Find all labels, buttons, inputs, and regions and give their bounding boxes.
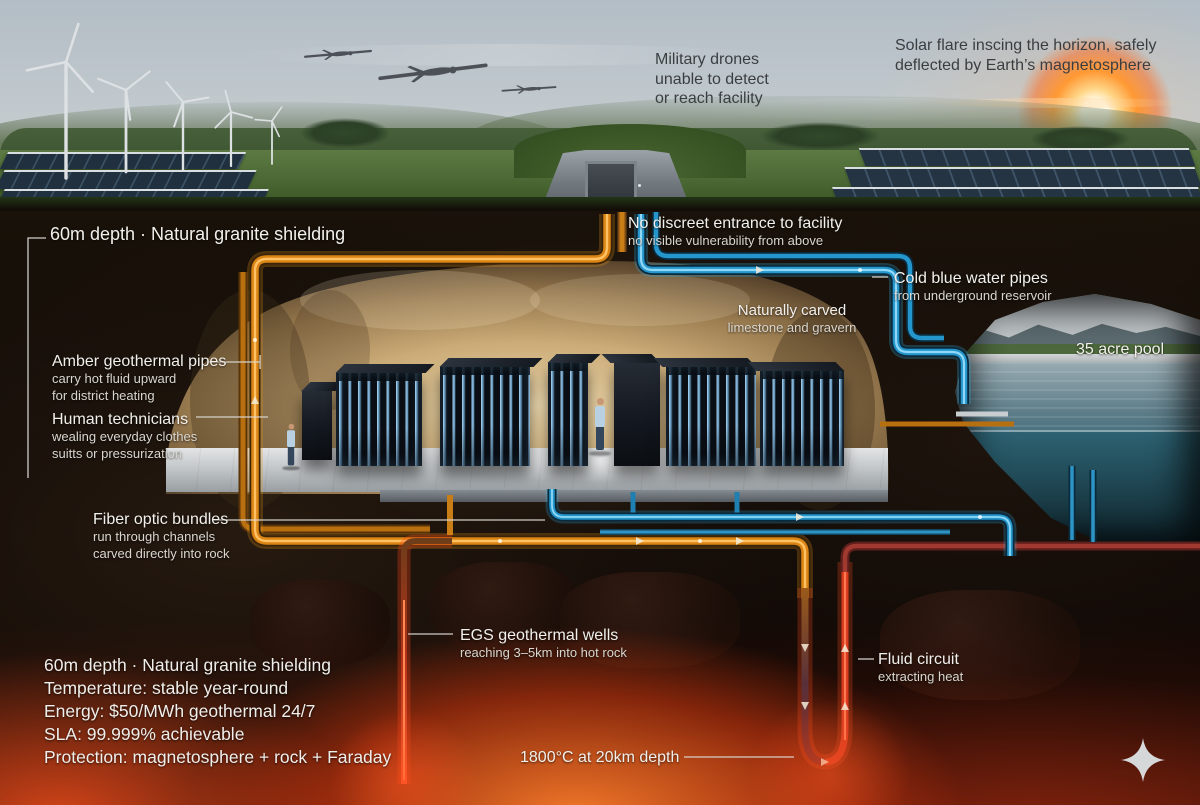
annotation-fluid-circuit: Fluid circuit extracting heat	[878, 650, 963, 686]
flow-arrows	[251, 266, 849, 766]
annotation-sub: run through channels carved directly int…	[93, 529, 230, 561]
annotation-sub: limestone and gravern	[727, 320, 857, 335]
annotation-sub: no visible vulnerability from above	[628, 233, 824, 249]
annotation-sub: carry hot fluid upward for district heat…	[52, 371, 177, 403]
annotation-amber-pipes: Amber geothermal pipes carry hot fluid u…	[52, 352, 226, 404]
technician-shadow	[282, 466, 300, 471]
server-rack-row	[666, 366, 756, 466]
soil-edge	[0, 197, 1200, 211]
annotation-text: 60m depth · Natural granite shielding	[50, 224, 346, 244]
annotation-limestone: Naturally carved limestone and gravern	[712, 302, 872, 337]
sparkle-icon	[1121, 738, 1165, 782]
wind-turbines	[25, 22, 283, 180]
technician	[589, 398, 611, 456]
annotation-technicians: Human technicians wealing everyday cloth…	[52, 410, 197, 462]
annotation-depth-marker: 60m depth · Natural granite shielding	[50, 224, 345, 246]
annotation-temperature: 1800°C at 20km depth	[520, 748, 679, 768]
server-rack-row	[336, 372, 422, 466]
annotation-text: Solar flare inscing the horizon, safely …	[895, 37, 1157, 74]
technician-pants	[287, 447, 295, 466]
server-rack-row	[614, 362, 660, 466]
cloud	[240, 44, 760, 66]
stats-line: Temperature: stable year-round	[44, 678, 289, 698]
stats-panel: 60m depth · Natural granite shielding Te…	[44, 654, 391, 769]
tree-cluster	[300, 118, 390, 148]
solar-flare-streak	[930, 98, 1190, 108]
server-rack-row	[548, 362, 588, 466]
annotation-sub: extracting heat	[878, 669, 964, 685]
annotation-title: Naturally carved	[737, 302, 847, 319]
annotation-entrance: No discreet entrance to facility no visi…	[628, 214, 842, 250]
tree-cluster	[760, 122, 880, 150]
technician-shirt	[595, 406, 605, 427]
annotation-title: Amber geothermal pipes	[52, 353, 227, 370]
annotation-sub: reaching 3–5km into hot rock	[460, 645, 627, 661]
annotation-fiber: Fiber optic bundles run through channels…	[93, 510, 230, 562]
stats-line: 60m depth · Natural granite shielding	[44, 655, 331, 675]
cold-water-pipes	[545, 212, 1097, 556]
annotation-solar-flare: Solar flare inscing the horizon, safely …	[895, 36, 1156, 75]
annotation-title: No discreet entrance to facility	[628, 215, 843, 232]
annotation-title: Fiber optic bundles	[93, 511, 229, 528]
technician-head	[596, 398, 604, 405]
server-rack-row	[302, 390, 332, 460]
annotation-title: Cold blue water pipes	[894, 270, 1048, 287]
stats-line: Energy: $50/MWh geothermal 24/7	[44, 701, 316, 721]
annotation-sub: from underground reservoir	[894, 288, 1052, 304]
annotation-egs: EGS geothermal wells reaching 3–5km into…	[460, 626, 627, 662]
annotation-title: Fluid circuit	[878, 651, 959, 668]
stats-line: SLA: 99.999% achievable	[44, 724, 245, 744]
technician-pants	[596, 427, 604, 450]
annotation-title: EGS geothermal wells	[460, 627, 619, 644]
pipe-lights	[253, 268, 982, 543]
technician-shirt	[287, 430, 295, 447]
technician-head	[288, 423, 294, 430]
server-rack-row	[440, 366, 530, 466]
annotation-cold-pipes: Cold blue water pipes from underground r…	[894, 269, 1052, 305]
annotation-title: Human technicians	[52, 411, 189, 428]
annotation-text: 35 acre pool	[1076, 341, 1165, 358]
annotation-text: 1800°C at 20km depth	[520, 749, 680, 766]
door-light	[638, 184, 641, 187]
annotation-text: Military drones unable to detect or reac…	[655, 51, 769, 108]
tree-cluster	[1030, 126, 1130, 152]
annotation-pool: 35 acre pool	[1076, 340, 1164, 360]
server-rack-row	[760, 370, 844, 466]
annotation-military-drones: Military drones unable to detect or reac…	[655, 50, 769, 109]
technician	[282, 423, 300, 471]
technician-shadow	[589, 451, 611, 456]
stats-line: Protection: magnetosphere + rock + Farad…	[44, 747, 392, 767]
annotation-sub: wealing everyday clothes suitts or press…	[52, 429, 198, 461]
